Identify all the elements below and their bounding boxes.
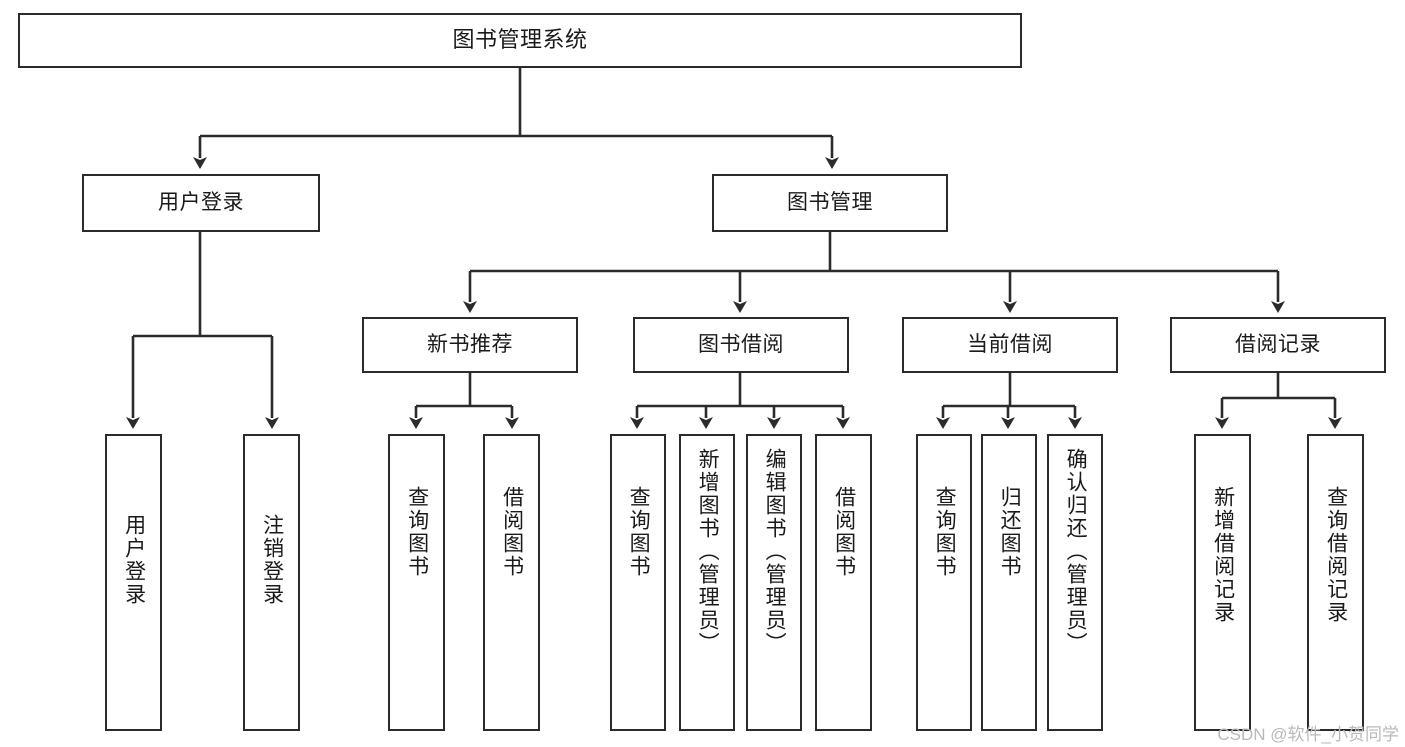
- node-label: 编辑图书（管理员）: [763, 448, 787, 655]
- node-leaf-query-borrow-record[interactable]: 查询借阅记录: [1307, 434, 1364, 731]
- node-leaf-logout[interactable]: 注销登录: [243, 434, 300, 731]
- node-root-system[interactable]: 图书管理系统: [18, 13, 1022, 68]
- node-label: 归还图书: [998, 486, 1022, 578]
- node-label: 借阅图书: [500, 486, 524, 578]
- node-label: 注销登录: [260, 514, 284, 606]
- node-current-borrow[interactable]: 当前借阅: [902, 317, 1118, 373]
- node-new-book-recommend[interactable]: 新书推荐: [362, 317, 578, 373]
- node-leaf-confirm-return-admin[interactable]: 确认归还（管理员）: [1047, 434, 1103, 731]
- node-borrow-record[interactable]: 借阅记录: [1170, 317, 1386, 373]
- node-leaf-borrow-book[interactable]: 借阅图书: [815, 434, 872, 731]
- node-label: 查询图书: [627, 486, 651, 578]
- node-leaf-add-borrow-record[interactable]: 新增借阅记录: [1194, 434, 1251, 731]
- node-label: 图书管理: [787, 191, 873, 215]
- node-leaf-edit-book-admin[interactable]: 编辑图书（管理员）: [746, 434, 802, 731]
- node-label: 查询图书: [405, 486, 429, 578]
- node-book-management[interactable]: 图书管理: [712, 174, 948, 232]
- node-leaf-user-login[interactable]: 用户登录: [105, 434, 162, 731]
- node-label: 查询图书: [933, 486, 957, 578]
- node-user-login[interactable]: 用户登录: [82, 174, 320, 232]
- node-leaf-return-book[interactable]: 归还图书: [981, 434, 1037, 731]
- node-label: 借阅图书: [832, 486, 856, 578]
- node-label: 新增图书（管理员）: [696, 448, 720, 655]
- node-label: 查询借阅记录: [1324, 486, 1348, 624]
- node-label: 当前借阅: [967, 333, 1053, 357]
- node-leaf-borrow-book-recommend[interactable]: 借阅图书: [483, 434, 540, 731]
- node-label: 新增借阅记录: [1211, 486, 1235, 624]
- node-label: 图书借阅: [698, 333, 784, 357]
- node-leaf-query-book-borrow[interactable]: 查询图书: [610, 434, 666, 731]
- node-leaf-add-book-admin[interactable]: 新增图书（管理员）: [679, 434, 735, 731]
- node-label: 图书管理系统: [452, 27, 588, 53]
- node-leaf-query-book-recommend[interactable]: 查询图书: [388, 434, 445, 731]
- node-leaf-query-book-current[interactable]: 查询图书: [916, 434, 972, 731]
- node-label: 新书推荐: [427, 333, 513, 357]
- node-label: 用户登录: [158, 191, 244, 215]
- node-book-borrow[interactable]: 图书借阅: [633, 317, 849, 373]
- node-label: 确认归还（管理员）: [1064, 448, 1088, 655]
- watermark: CSDN @软件_小贺同学: [1217, 725, 1399, 744]
- node-label: 借阅记录: [1235, 333, 1321, 357]
- node-label: 用户登录: [122, 514, 146, 606]
